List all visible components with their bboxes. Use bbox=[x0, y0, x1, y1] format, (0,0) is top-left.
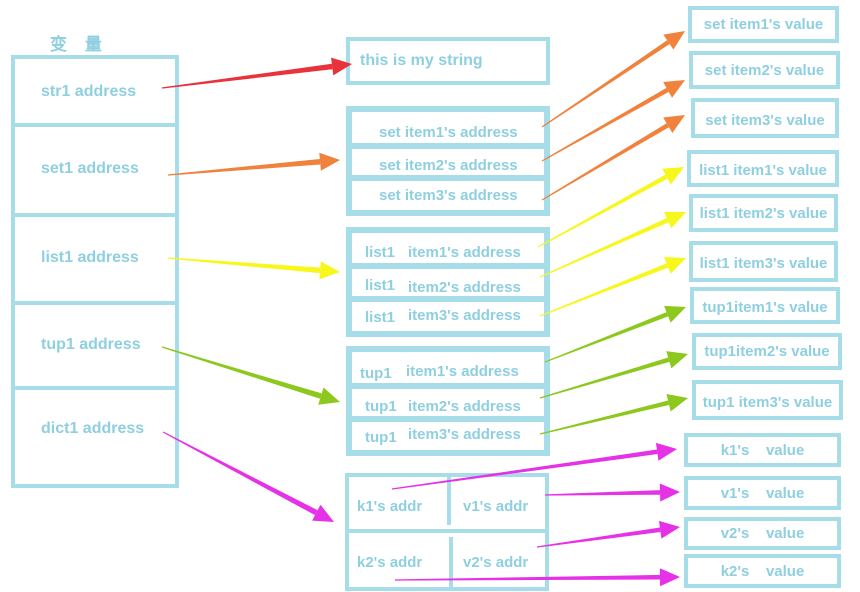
set-item2-value: set item2's value bbox=[689, 51, 840, 89]
list-item3-arrow bbox=[539, 257, 686, 317]
dict-row-divider bbox=[349, 529, 546, 533]
set-item3-value: set item3's value bbox=[691, 98, 839, 138]
tup-prefix: tup1 bbox=[365, 429, 397, 446]
dict-v2-address: v2's addr bbox=[463, 554, 529, 571]
tup-item3-arrow bbox=[539, 393, 688, 435]
list-item1-address: list1 item1's address bbox=[349, 230, 547, 266]
dict-k1-value: k1's value bbox=[684, 433, 841, 467]
dict-k2-arrow bbox=[394, 568, 680, 587]
set-group bbox=[346, 106, 550, 216]
dict-v1-arrow bbox=[544, 483, 680, 502]
set-item1-value: set item1's value bbox=[688, 6, 839, 43]
dict-v2-arrow bbox=[536, 520, 680, 548]
tup-item2-arrow bbox=[539, 351, 688, 399]
list-item-label: item3's address bbox=[408, 307, 521, 324]
list-arrow bbox=[167, 257, 340, 280]
divider bbox=[15, 301, 175, 305]
divider bbox=[15, 123, 175, 127]
var-tup1: tup1 address bbox=[41, 336, 141, 353]
dict-col-divider bbox=[449, 537, 453, 587]
tup-item3-value: tup1 item3's value bbox=[692, 380, 843, 420]
tup-item-label: item1's address bbox=[406, 363, 519, 380]
tup-prefix: tup1 bbox=[365, 398, 397, 415]
tup-item1-arrow bbox=[544, 305, 686, 363]
dict-k1-address: k1's addr bbox=[357, 498, 423, 515]
dict-col-divider bbox=[447, 477, 451, 525]
dict-v1-address: v1's addr bbox=[463, 498, 529, 515]
list-item2-arrow bbox=[539, 211, 686, 278]
variable-column: str1 address set1 address list1 address … bbox=[11, 55, 179, 488]
dict-arrow bbox=[162, 431, 334, 522]
list-item1-value: list1 item1's value bbox=[687, 150, 839, 187]
set-item3-arrow bbox=[541, 115, 685, 201]
tup-item2-value: tup1item2's value bbox=[692, 333, 842, 370]
dict-group bbox=[345, 473, 549, 591]
set-item3-address: set item3's address bbox=[349, 178, 547, 213]
var-str1: str1 address bbox=[41, 83, 137, 100]
str-arrow bbox=[161, 57, 352, 89]
tup-prefix: tup1 bbox=[360, 365, 392, 382]
dict-k2-address: k2's addr bbox=[357, 554, 423, 571]
tup-item1-address: tup1 item1's address bbox=[349, 349, 547, 386]
tup-item3-address: tup1 item3's address bbox=[349, 419, 547, 453]
set-arrow bbox=[167, 152, 340, 176]
set-item1-address: set item1's address bbox=[349, 109, 547, 146]
string-value-box: this is my string bbox=[346, 37, 550, 85]
list-group bbox=[346, 227, 550, 337]
var-set1: set1 address bbox=[41, 160, 139, 177]
tup-item-label: item2's address bbox=[408, 398, 521, 415]
set-item1-arrow bbox=[541, 31, 685, 128]
list-item3-address: list1 item3's address bbox=[349, 299, 547, 334]
list-item-label: item2's address bbox=[408, 279, 521, 296]
list-prefix: list1 bbox=[365, 244, 396, 261]
set-item2-arrow bbox=[541, 80, 685, 162]
var-dict1: dict1 address bbox=[41, 420, 145, 437]
divider bbox=[15, 213, 175, 217]
dict-v2-value: v2's value bbox=[684, 517, 841, 550]
tup-group bbox=[346, 346, 550, 456]
tup-item2-address: tup1 item2's address bbox=[349, 386, 547, 419]
list-item3-value: list1 item3's value bbox=[689, 241, 838, 282]
variables-title: 变 量 bbox=[50, 35, 108, 55]
list-item2-value: list1 item2's value bbox=[689, 194, 838, 232]
list-item1-arrow bbox=[537, 167, 684, 248]
dict-k1-arrow bbox=[391, 442, 677, 490]
list-item-label: item1's address bbox=[408, 244, 521, 261]
tup-item1-value: tup1item1's value bbox=[690, 287, 840, 324]
var-list1: list1 address bbox=[41, 249, 139, 266]
dict-v1-value: v1's value bbox=[684, 476, 841, 510]
list-prefix: list1 bbox=[365, 277, 396, 294]
dict-k2-value: k2's value bbox=[684, 554, 841, 588]
set-item2-address: set item2's address bbox=[349, 146, 547, 178]
tup-arrow bbox=[161, 346, 340, 405]
tup-item-label: item3's address bbox=[408, 426, 521, 443]
divider bbox=[15, 386, 175, 390]
list-prefix: list1 bbox=[365, 309, 396, 326]
list-item2-address: list1 item2's address bbox=[349, 266, 547, 299]
